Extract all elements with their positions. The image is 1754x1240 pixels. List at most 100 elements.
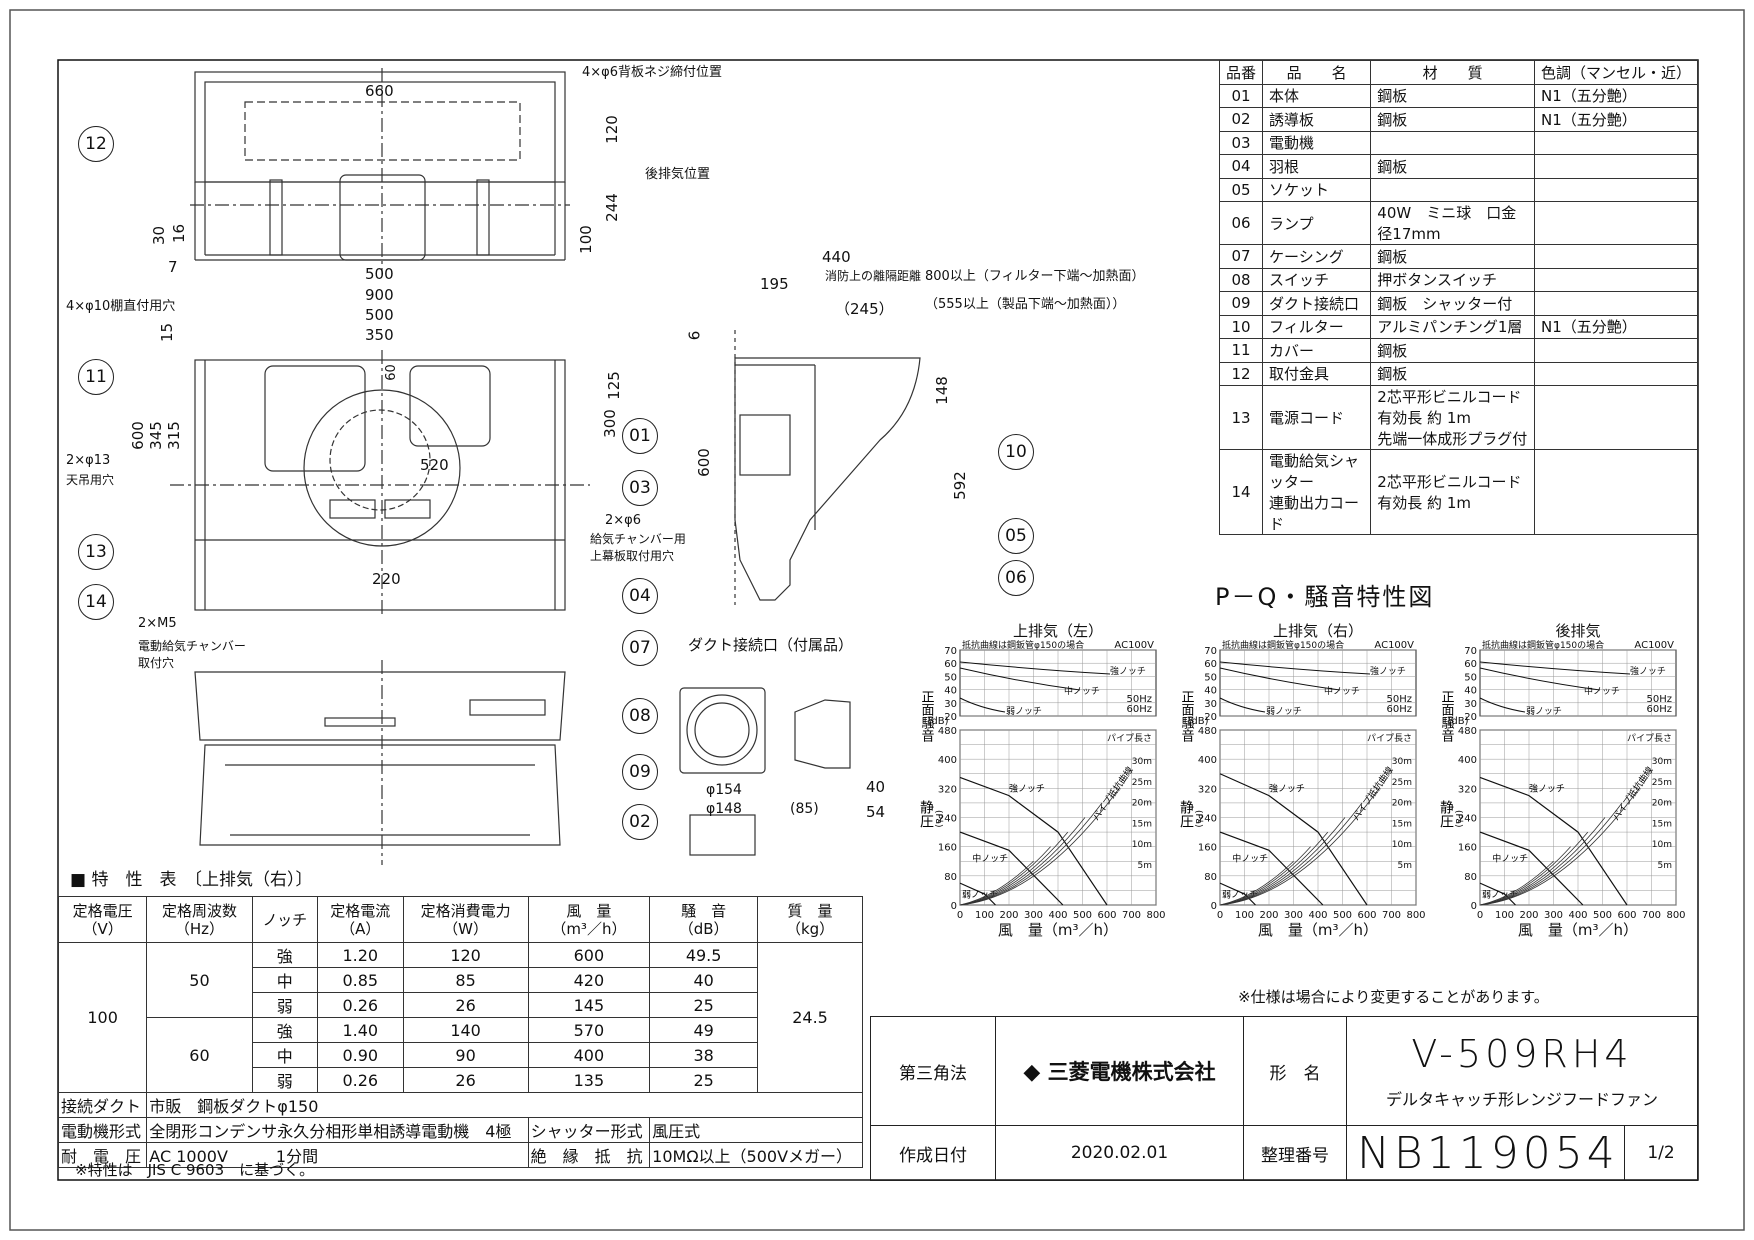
parts-cell: カバー <box>1262 338 1372 363</box>
label-m5-3: 取付穴 <box>138 656 175 670</box>
parts-cell: 電動給気シャッター 連動出力コード <box>1262 449 1372 535</box>
spec-cell: 0.26 <box>317 1067 404 1093</box>
balloon-11: 11 <box>78 359 114 395</box>
dim-120: 120 <box>602 115 621 144</box>
label-fire-800: 800以上（フィルター下端～加熱面） <box>925 269 1145 284</box>
balloon-10: 10 <box>998 434 1034 470</box>
spec-cell: 定格消費電力 （W） <box>402 896 529 943</box>
parts-cell: 鋼板 <box>1370 107 1535 132</box>
parts-cell: 誘導板 <box>1262 107 1372 132</box>
parts-cell <box>1533 201 1699 245</box>
spec-cell: 弱 <box>251 1067 319 1093</box>
model-number: V-509RH4 <box>1411 1032 1633 1076</box>
date-value: 2020.02.01 <box>995 1125 1244 1181</box>
dim-600: 600 <box>128 421 147 450</box>
spec-cell: 90 <box>402 1042 529 1068</box>
balloon-01: 01 <box>622 418 658 454</box>
spec-cell: 400 <box>527 1042 651 1068</box>
parts-cell <box>1533 449 1699 535</box>
label-ceiling-hole-2: 天吊用穴 <box>66 473 115 487</box>
parts-cell: 鋼板 <box>1370 338 1535 363</box>
parts-cell: N1（五分艶） <box>1533 107 1699 132</box>
spec-cell: 騒 音 （dB） <box>649 896 759 943</box>
parts-cell <box>1533 130 1699 155</box>
dim-600-side: 600 <box>694 448 713 477</box>
parts-cell: ランプ <box>1262 201 1372 245</box>
dim-phi154: φ154 <box>706 782 742 798</box>
spec-cell: 質 量 （kg） <box>757 896 863 943</box>
duct-view <box>679 687 851 856</box>
dim-500-top: 500 <box>365 265 394 283</box>
front-view <box>194 660 566 865</box>
parts-cell: 鋼板 シャッター付 <box>1370 291 1535 316</box>
dim-520: 520 <box>420 456 449 474</box>
plan-view <box>170 350 590 615</box>
parts-header-cell: 色調（マンセル・近） <box>1533 60 1699 85</box>
dim-54: 54 <box>866 803 886 821</box>
label-fire-distance: 消防上の離隔距離 <box>825 269 922 283</box>
parts-cell <box>1370 130 1535 155</box>
dim-7: 7 <box>168 258 178 276</box>
parts-cell: 09 <box>1218 291 1264 316</box>
spec-cell: 26 <box>402 992 529 1018</box>
dim-220: 220 <box>372 570 401 588</box>
parts-cell: 2芯平形ビニルコード 有効長 約 1m 先端一体成形プラグ付 <box>1370 385 1535 450</box>
spec-cell: 120 <box>402 942 529 968</box>
parts-cell <box>1370 177 1535 202</box>
dim-440: 440 <box>822 248 851 266</box>
dim-345: 345 <box>146 421 165 450</box>
spec-cell: 風圧式 <box>649 1117 863 1143</box>
title-block: 第三角法 ◆ 三菱電機株式会社 形 名 V-509RH4 デルタキャッチ形レンジ… <box>870 1016 1698 1181</box>
spec-footnote: ※特性は JIS C 9603 に基づく。 <box>75 1161 315 1179</box>
parts-cell: 06 <box>1218 201 1264 245</box>
parts-cell: 11 <box>1218 338 1264 363</box>
outer-border <box>9 9 1745 1231</box>
doc-number: NB119054 <box>1346 1125 1625 1181</box>
balloon-03: 03 <box>622 470 658 506</box>
parts-cell: 08 <box>1218 267 1264 292</box>
spec-cell: 24.5 <box>757 942 863 1093</box>
dim-592: 592 <box>950 471 969 500</box>
company-name: 三菱電機株式会社 <box>1047 1060 1216 1084</box>
parts-header-row: 品番品 名材 質色調（マンセル・近） <box>1218 60 1699 85</box>
parts-cell: N1（五分艶） <box>1533 314 1699 339</box>
parts-cell: 電源コード <box>1262 385 1372 450</box>
label-rear-exhaust: 後排気位置 <box>645 167 711 182</box>
parts-cell: アルミパンチング1層 <box>1370 314 1535 339</box>
dim-350: 350 <box>365 326 394 344</box>
spec-cell: 0.26 <box>317 992 404 1018</box>
spec-cell: 38 <box>649 1042 759 1068</box>
spec-cell: 100 <box>57 942 148 1093</box>
spec-cell: 中 <box>251 1042 319 1068</box>
balloon-09: 09 <box>622 754 658 790</box>
parts-cell: スイッチ <box>1262 267 1372 292</box>
dim-16: 16 <box>170 223 189 244</box>
balloon-02: 02 <box>622 804 658 840</box>
dim-660: 660 <box>365 82 394 100</box>
balloon-04: 04 <box>622 578 658 614</box>
parts-cell: 取付金具 <box>1262 361 1372 386</box>
spec-cell: 市販 鋼板ダクトφ150 <box>146 1092 863 1118</box>
projection-label: 第三角法 <box>870 1016 996 1126</box>
dim-60: 60 <box>383 364 399 381</box>
parts-cell <box>1533 385 1699 450</box>
parts-cell: 2芯平形ビニルコード 有効長 約 1m <box>1370 449 1535 535</box>
